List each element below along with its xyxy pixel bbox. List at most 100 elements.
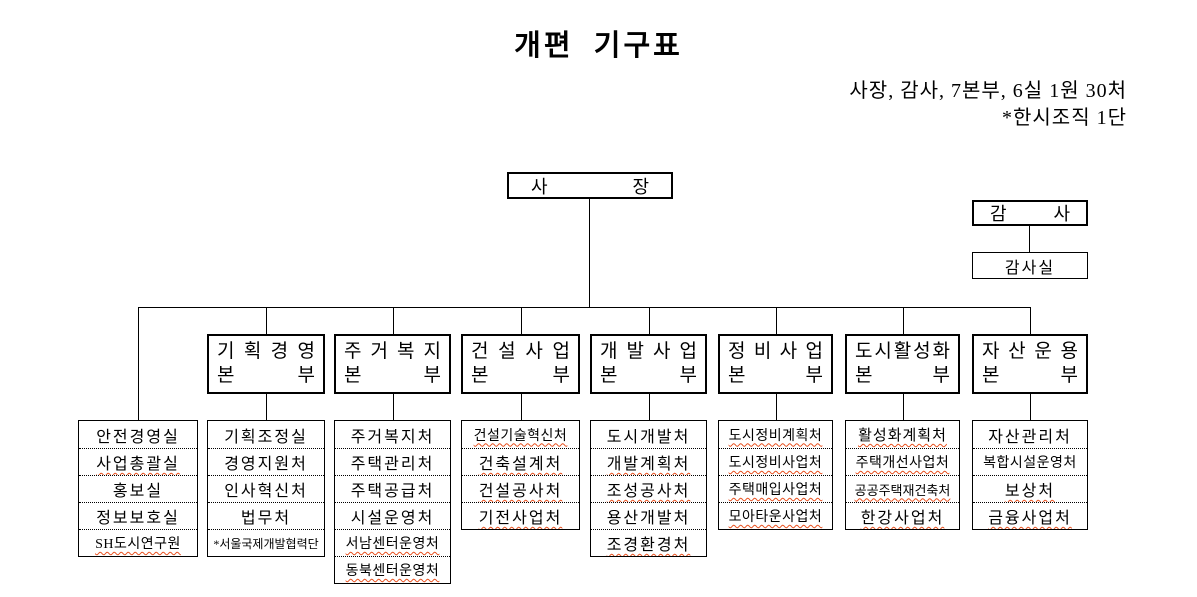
department-label-urban-revitalization-1: 주택개선사업처	[855, 456, 950, 471]
connector-stub-bottom-development	[649, 394, 650, 420]
connector-stub-bottom-asset-management	[1030, 394, 1031, 420]
department-item-urban-revitalization-1: 주택개선사업처	[846, 448, 959, 475]
department-label-construction-3: 기전사업처	[478, 510, 563, 527]
division-name-construction-char-2: 사	[525, 341, 543, 362]
department-item-development-1: 개발계획처	[591, 448, 706, 475]
connector-stub-bottom-urban-revitalization	[903, 394, 904, 420]
department-label-staff-offices-1: 사업총괄실	[96, 456, 180, 473]
department-item-staff-offices-4: SH도시연구원	[79, 529, 197, 556]
department-label-asset-management-0: 자산관리처	[988, 428, 1072, 446]
division-suffix-construction-char-0: 본	[471, 365, 489, 386]
division-name-housing-welfare-char-0: 주	[344, 341, 362, 362]
connector-rail	[138, 307, 1030, 308]
department-label-staff-offices-4: SH도시연구원	[95, 537, 181, 552]
department-item-planning-management-3: 법무처	[208, 502, 324, 529]
summary-note: 사장, 감사, 7본부, 6실 1원 30처 *한시조직 1단	[849, 78, 1127, 132]
connector-stub-bottom-planning-management	[266, 394, 267, 420]
audit-box-char-1: 사	[1053, 204, 1070, 224]
department-item-redevelopment-3: 모아타운사업처	[719, 502, 832, 529]
department-label-housing-welfare-2: 주택공급처	[350, 483, 435, 500]
department-item-planning-management-4: *서울국제개발협력단	[208, 529, 324, 556]
department-item-construction-0: 건설기술혁신처	[462, 421, 579, 448]
department-label-housing-welfare-3: 시설운영처	[350, 510, 435, 527]
department-item-staff-offices-2: 홍보실	[79, 475, 197, 502]
department-label-redevelopment-0: 도시정비계획처	[728, 428, 823, 444]
department-item-planning-management-1: 경영지원처	[208, 448, 324, 475]
department-item-urban-revitalization-2: 공공주택재건축처	[846, 475, 959, 502]
division-name-redevelopment-char-0: 정	[728, 341, 746, 362]
department-label-housing-welfare-1: 주택관리처	[350, 456, 435, 473]
division-suffix-development-char-0: 본	[600, 365, 618, 386]
department-item-housing-welfare-4: 서남센터운영처	[335, 529, 450, 556]
division-name-urban-revitalization-char-0: 도	[855, 341, 873, 362]
division-name-urban-revitalization-char-4: 화	[932, 341, 950, 362]
department-label-development-4: 조경환경처	[606, 537, 691, 554]
division-name-construction-char-1: 설	[498, 341, 516, 362]
department-item-housing-welfare-0: 주거복지처	[335, 421, 450, 448]
summary-line-2: *한시조직 1단	[1002, 107, 1127, 129]
ceo-box-char-0: 사	[531, 176, 548, 197]
department-label-development-1: 개발계획처	[606, 456, 691, 473]
department-label-development-0: 도시개발처	[606, 428, 691, 446]
department-label-planning-management-4: *서울국제개발협력단	[213, 536, 319, 551]
division-name-planning-management-char-2: 경	[270, 341, 289, 362]
department-label-planning-management-3: 법무처	[240, 510, 292, 527]
division-suffix-planning-management-char-0: 본	[217, 365, 235, 386]
division-name-development-char-3: 업	[679, 341, 697, 362]
connector-trunk	[589, 199, 590, 307]
connector-stub-top-asset-management	[1030, 307, 1031, 334]
department-label-redevelopment-3: 모아타운사업처	[728, 510, 823, 525]
department-label-urban-revitalization-0: 활성화계획처	[858, 428, 947, 444]
department-label-asset-management-2: 보상처	[1004, 483, 1056, 500]
division-name-development-char-1: 발	[626, 341, 644, 362]
division-name-asset-management-char-0: 자	[982, 341, 1000, 362]
audit-office-box: 감사실	[972, 252, 1088, 279]
department-label-staff-offices-0: 안전경영실	[96, 428, 180, 446]
division-name-development-char-0: 개	[600, 341, 618, 362]
connector-stub-bottom-redevelopment	[776, 394, 777, 420]
division-name-planning-management-char-0: 기	[217, 341, 235, 362]
department-label-urban-revitalization-3: 한강사업처	[860, 510, 945, 527]
department-label-construction-0: 건설기술혁신처	[473, 428, 568, 444]
connector-stub-bottom-housing-welfare	[393, 394, 394, 420]
department-item-development-4: 조경환경처	[591, 529, 706, 556]
department-item-development-2: 조성공사처	[591, 475, 706, 502]
department-item-development-3: 용산개발처	[591, 502, 706, 529]
division-suffix-urban-revitalization-char-1: 부	[932, 365, 950, 386]
department-label-redevelopment-2: 주택매입사업처	[728, 483, 823, 498]
department-item-planning-management-2: 인사혁신처	[208, 475, 324, 502]
department-label-planning-management-0: 기획조정실	[224, 428, 308, 446]
department-item-housing-welfare-1: 주택관리처	[335, 448, 450, 475]
connector-stub-bottom-construction	[521, 394, 522, 420]
division-name-urban-revitalization-char-2: 활	[893, 341, 912, 362]
department-label-staff-offices-3: 정보보호실	[96, 510, 180, 527]
division-name-asset-management-char-3: 용	[1060, 341, 1078, 362]
connector-stub-top-planning-management	[266, 307, 267, 334]
audit-box-char-0: 감	[990, 204, 1007, 224]
division-suffix-planning-management-char-1: 부	[297, 365, 315, 386]
department-label-construction-1: 건축설계처	[478, 456, 563, 473]
division-suffix-development-char-1: 부	[679, 365, 697, 386]
division-name-redevelopment-char-2: 사	[779, 341, 798, 362]
department-label-housing-welfare-5: 동북센터운영처	[345, 564, 440, 579]
department-item-construction-3: 기전사업처	[462, 502, 579, 529]
department-item-asset-management-2: 보상처	[973, 475, 1087, 502]
